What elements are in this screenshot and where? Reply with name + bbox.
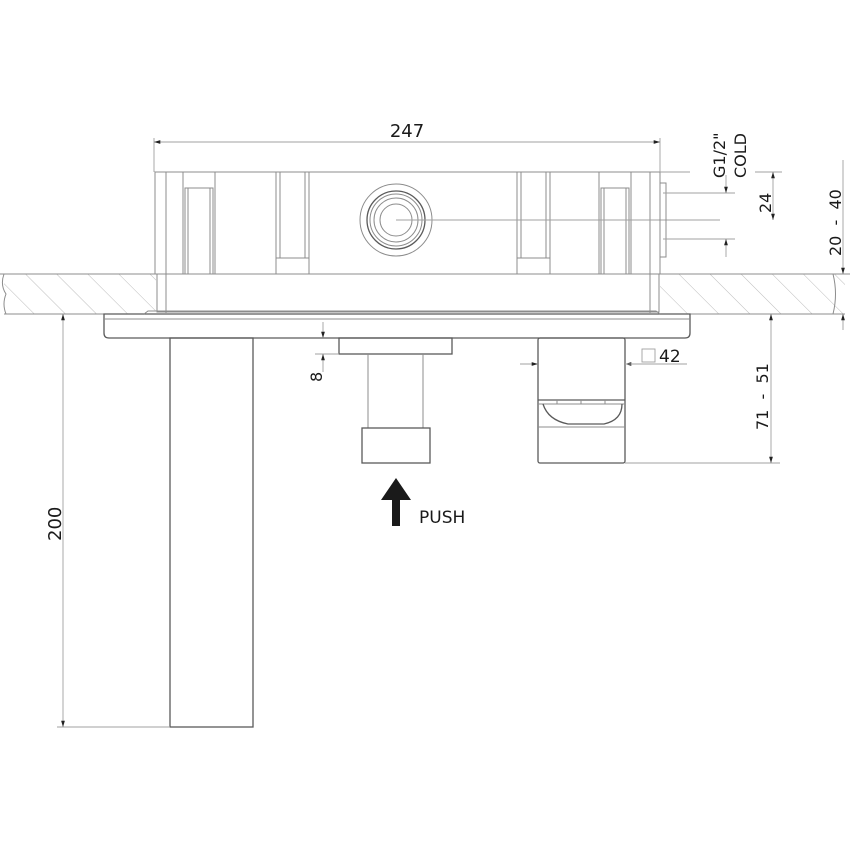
svg-text:8: 8 [307, 372, 326, 382]
push-indicator: PUSH [381, 478, 465, 528]
dim-handle-projection: 71 - 51 [625, 314, 780, 464]
svg-text:200: 200 [45, 507, 66, 541]
push-button-assembly [338, 337, 453, 464]
dim-plate-offset: 8 [307, 322, 339, 382]
dim-handle-square: 42 [520, 347, 687, 367]
svg-text:247: 247 [390, 121, 424, 142]
mixer-handle [537, 337, 626, 464]
arrow-up-icon [381, 478, 411, 526]
svg-text:COLD: COLD [731, 133, 750, 178]
dim-spout-length: 200 [45, 314, 170, 728]
wall-plate [103, 310, 691, 339]
svg-text:42: 42 [659, 347, 681, 367]
push-label: PUSH [419, 508, 465, 528]
dim-connection: G1/2" COLD 24 [660, 132, 782, 257]
concealed-body [154, 171, 720, 313]
spout [169, 337, 254, 728]
svg-text:24: 24 [756, 193, 775, 213]
dim-wall-depth: 20 - 40 [826, 160, 845, 330]
wall-section [0, 273, 850, 315]
svg-text:G1/2": G1/2" [710, 132, 729, 178]
svg-text:20 - 40: 20 - 40 [826, 189, 845, 256]
svg-text:71 - 51: 71 - 51 [753, 363, 772, 430]
dim-overall-width: 247 [153, 121, 661, 172]
